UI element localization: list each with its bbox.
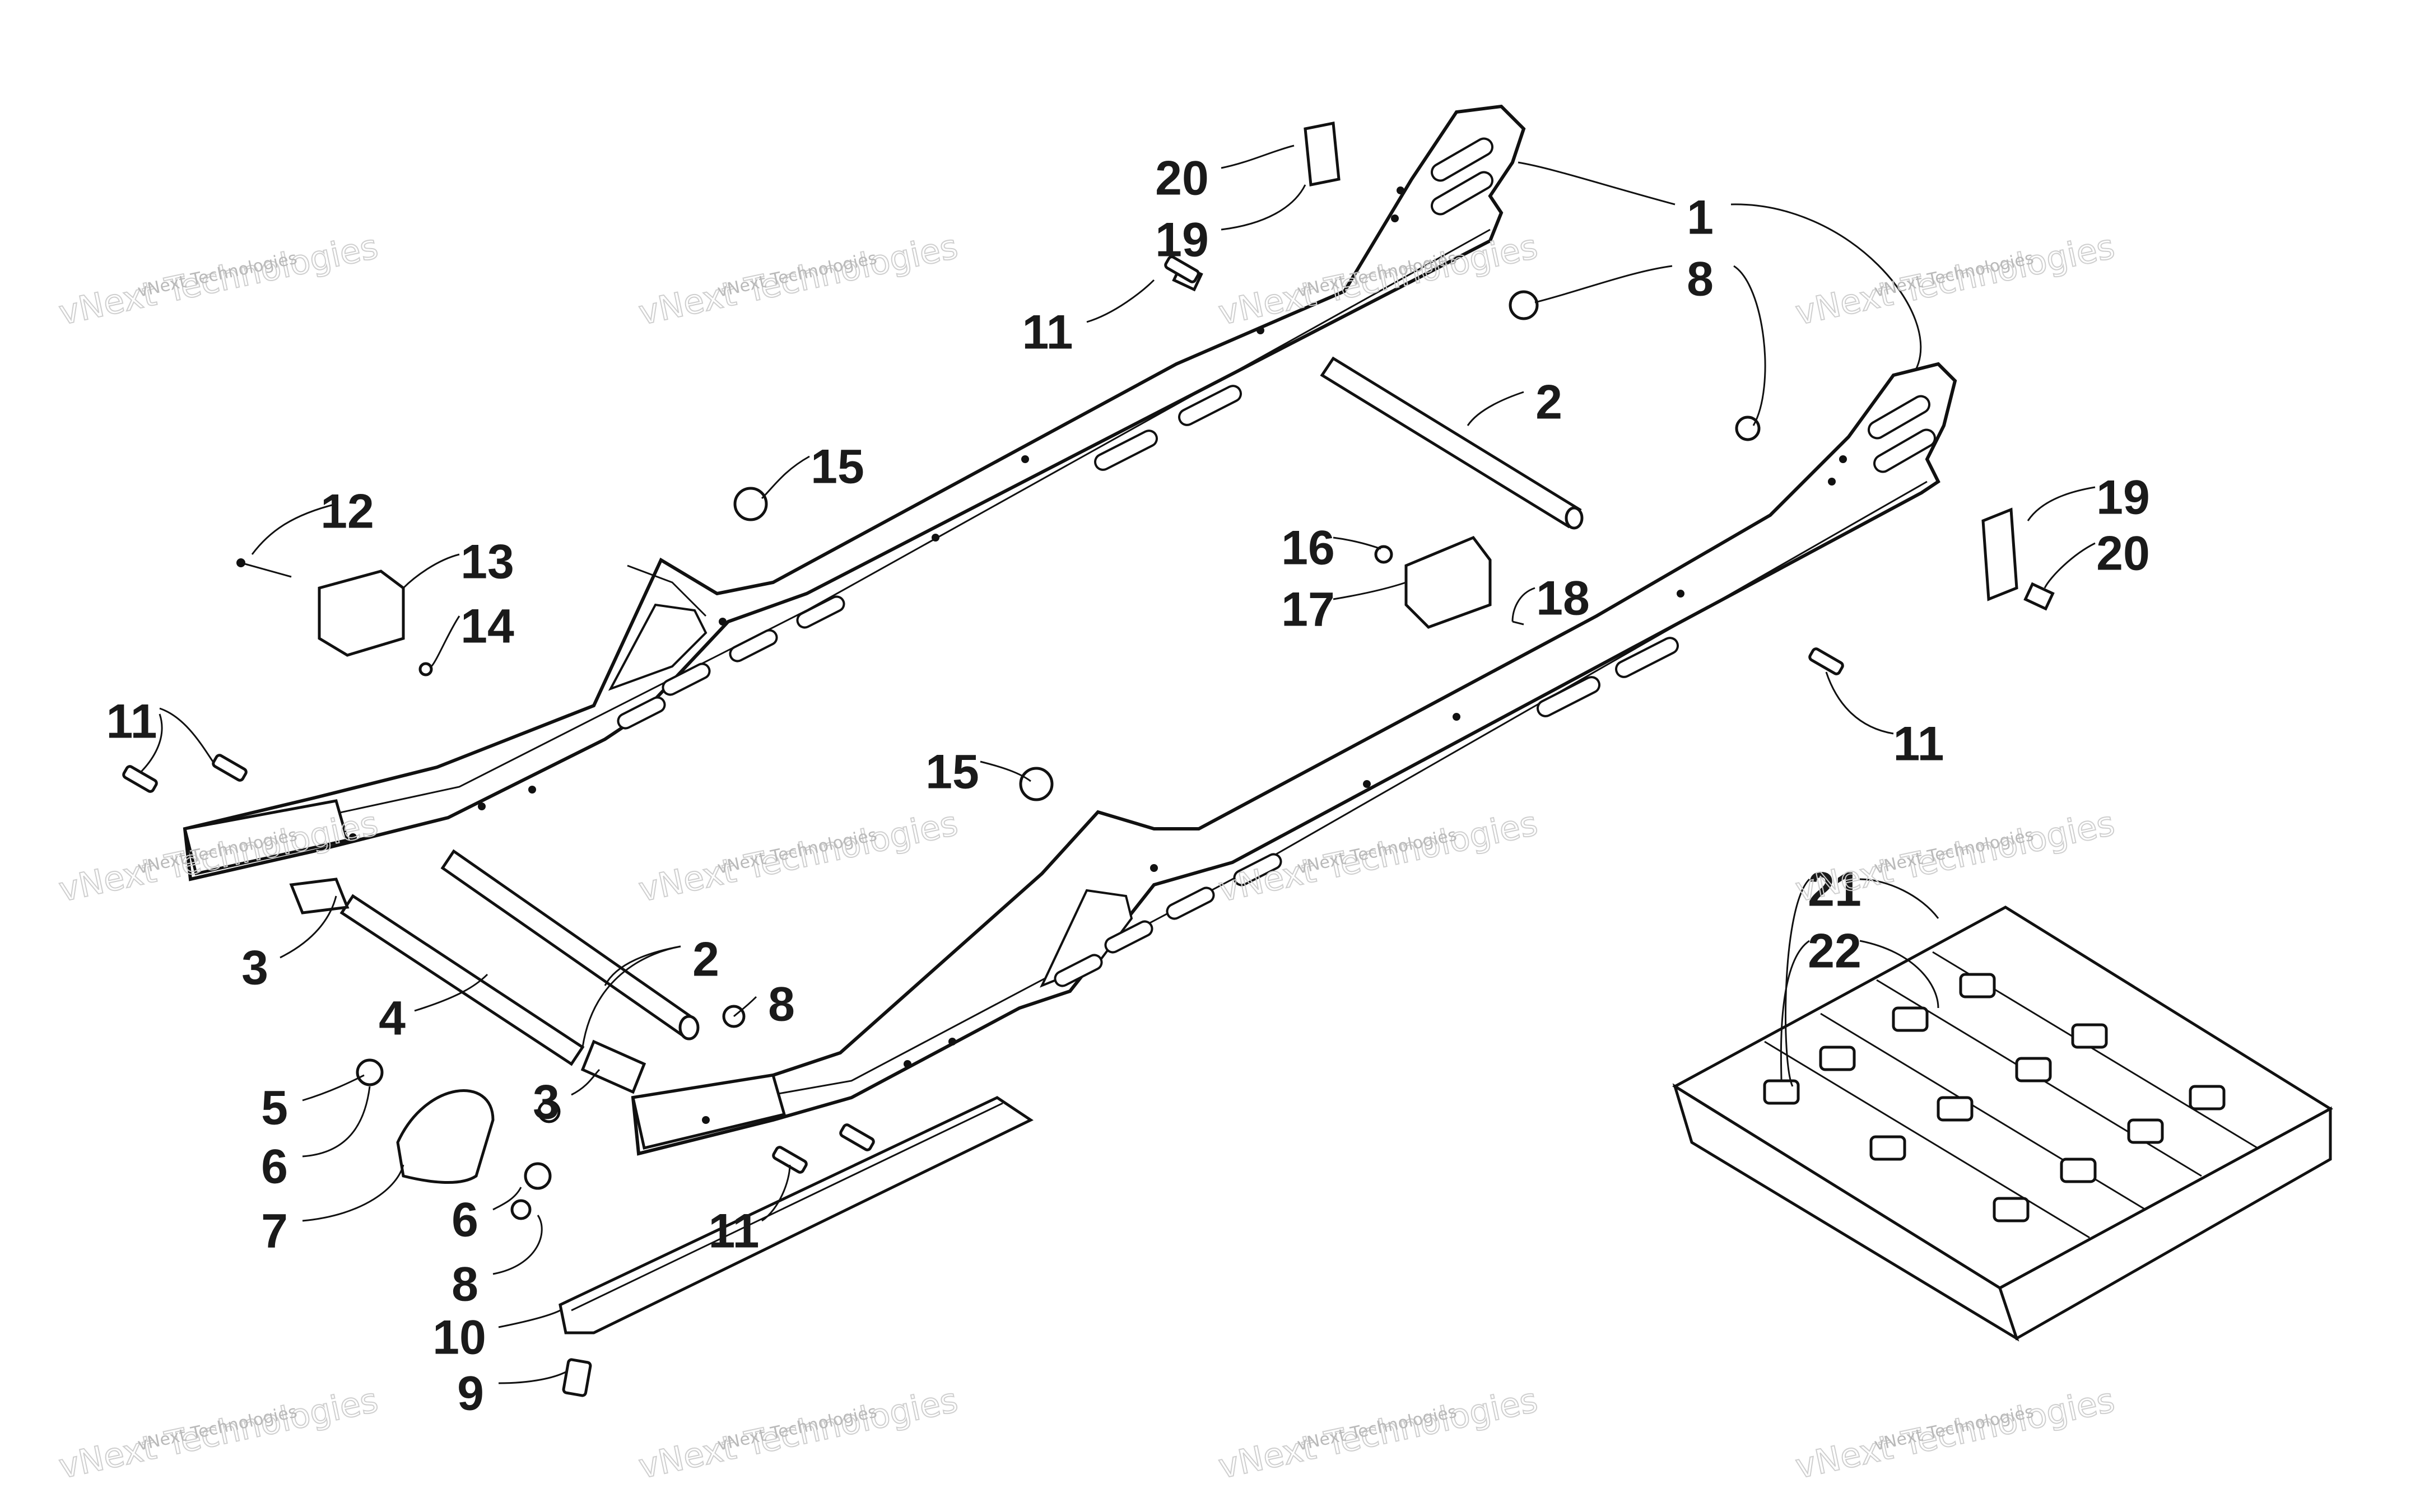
callout-8: 8 [1687,253,1714,306]
callout-6: 6 [261,1140,288,1194]
callout-12: 12 [320,485,374,539]
callout-14: 14 [460,600,514,654]
callout-16: 16 [1281,521,1335,575]
hardware [122,122,2055,1397]
callout-15: 15 [811,440,864,494]
callout-9: 9 [457,1367,484,1421]
callout-22: 22 [1808,925,1861,978]
callout-5: 5 [261,1081,288,1135]
callout-15: 15 [925,745,979,799]
callout-11: 11 [1022,306,1073,360]
callout-8: 8 [452,1258,478,1312]
callout-20: 20 [2096,527,2150,581]
callout-2: 2 [1535,376,1562,430]
callout-19: 19 [2096,471,2150,525]
callout-18: 18 [1536,572,1590,626]
callout-2: 2 [692,933,719,987]
callout-3: 3 [533,1076,560,1130]
callout-11: 11 [709,1205,760,1258]
callout-13: 13 [460,535,514,589]
callout-1: 1 [1687,191,1714,245]
callout-7: 7 [261,1205,288,1258]
callout-8: 8 [768,978,795,1032]
callout-21: 21 [1808,863,1861,917]
callout-6: 6 [452,1193,478,1247]
callout-3: 3 [241,941,268,995]
callout-11: 11 [1893,717,1944,771]
callout-4: 4 [379,992,406,1046]
callout-17: 17 [1281,583,1335,637]
callout-20: 20 [1155,152,1209,206]
callout-11: 11 [106,695,157,749]
upper-slide-rail [183,104,1526,881]
lower-slide-rail [631,362,1957,1156]
track-section [1672,906,2333,1342]
leader-lines [139,144,2096,1384]
callout-19: 19 [1155,213,1209,267]
callout-10: 10 [432,1311,486,1365]
